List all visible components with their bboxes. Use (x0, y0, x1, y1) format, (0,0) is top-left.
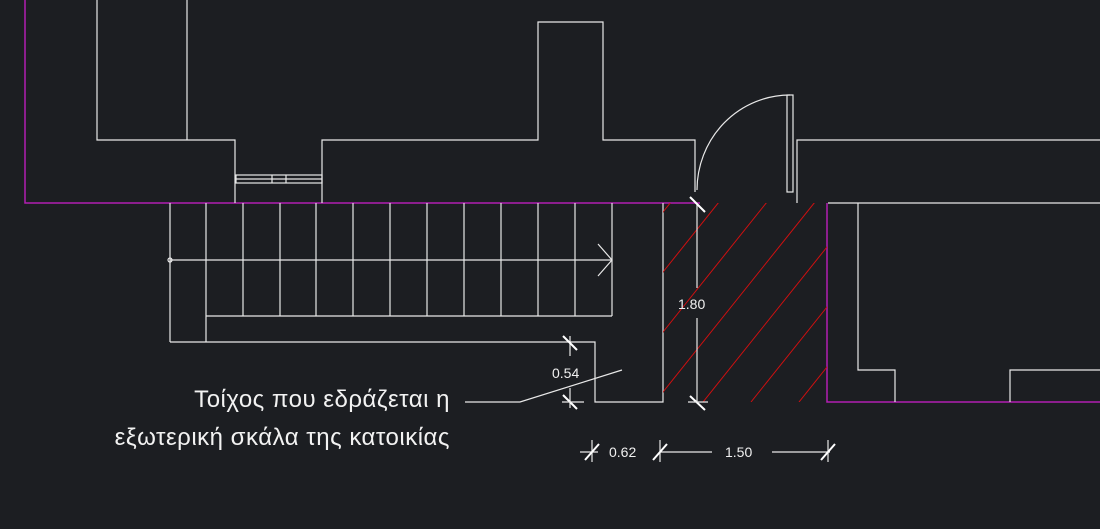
hatch-line (663, 203, 671, 213)
dimension-1-80: 1.80 (678, 196, 708, 411)
hatch-line (895, 202, 1055, 402)
dimension-label: 0.54 (552, 365, 579, 381)
dimension-bottom: 0.62 1.50 (580, 440, 836, 462)
door (696, 94, 794, 193)
hatch-line (702, 246, 827, 402)
hatch-line (798, 366, 827, 402)
annotation-line-2: εξωτερική σκάλα της κατοικίας (114, 424, 450, 451)
dimension-label: 1.80 (678, 296, 705, 312)
dimension-0-54: 0.54 (552, 335, 584, 410)
hatch-line (943, 202, 1100, 402)
annotation-line-1: Τοίχος που εδράζεται η (194, 386, 450, 413)
hatch-line (750, 306, 827, 402)
hatch-line (463, 202, 623, 402)
hatch-line (663, 203, 815, 393)
hatch-line (663, 203, 767, 333)
property-boundary (24, 0, 1100, 403)
stairs (167, 203, 664, 403)
dimension-label: 1.50 (725, 444, 752, 460)
building-walls (96, 0, 1100, 204)
hatch-line (847, 202, 1007, 402)
hatch-line (663, 203, 719, 273)
hatch-line (991, 202, 1100, 402)
dimension-label: 0.62 (609, 444, 636, 460)
window (235, 174, 323, 184)
hatch-line (1039, 202, 1100, 402)
hatched-wall-area (463, 202, 1100, 402)
leader-line (465, 369, 623, 403)
right-walls (857, 203, 1100, 402)
